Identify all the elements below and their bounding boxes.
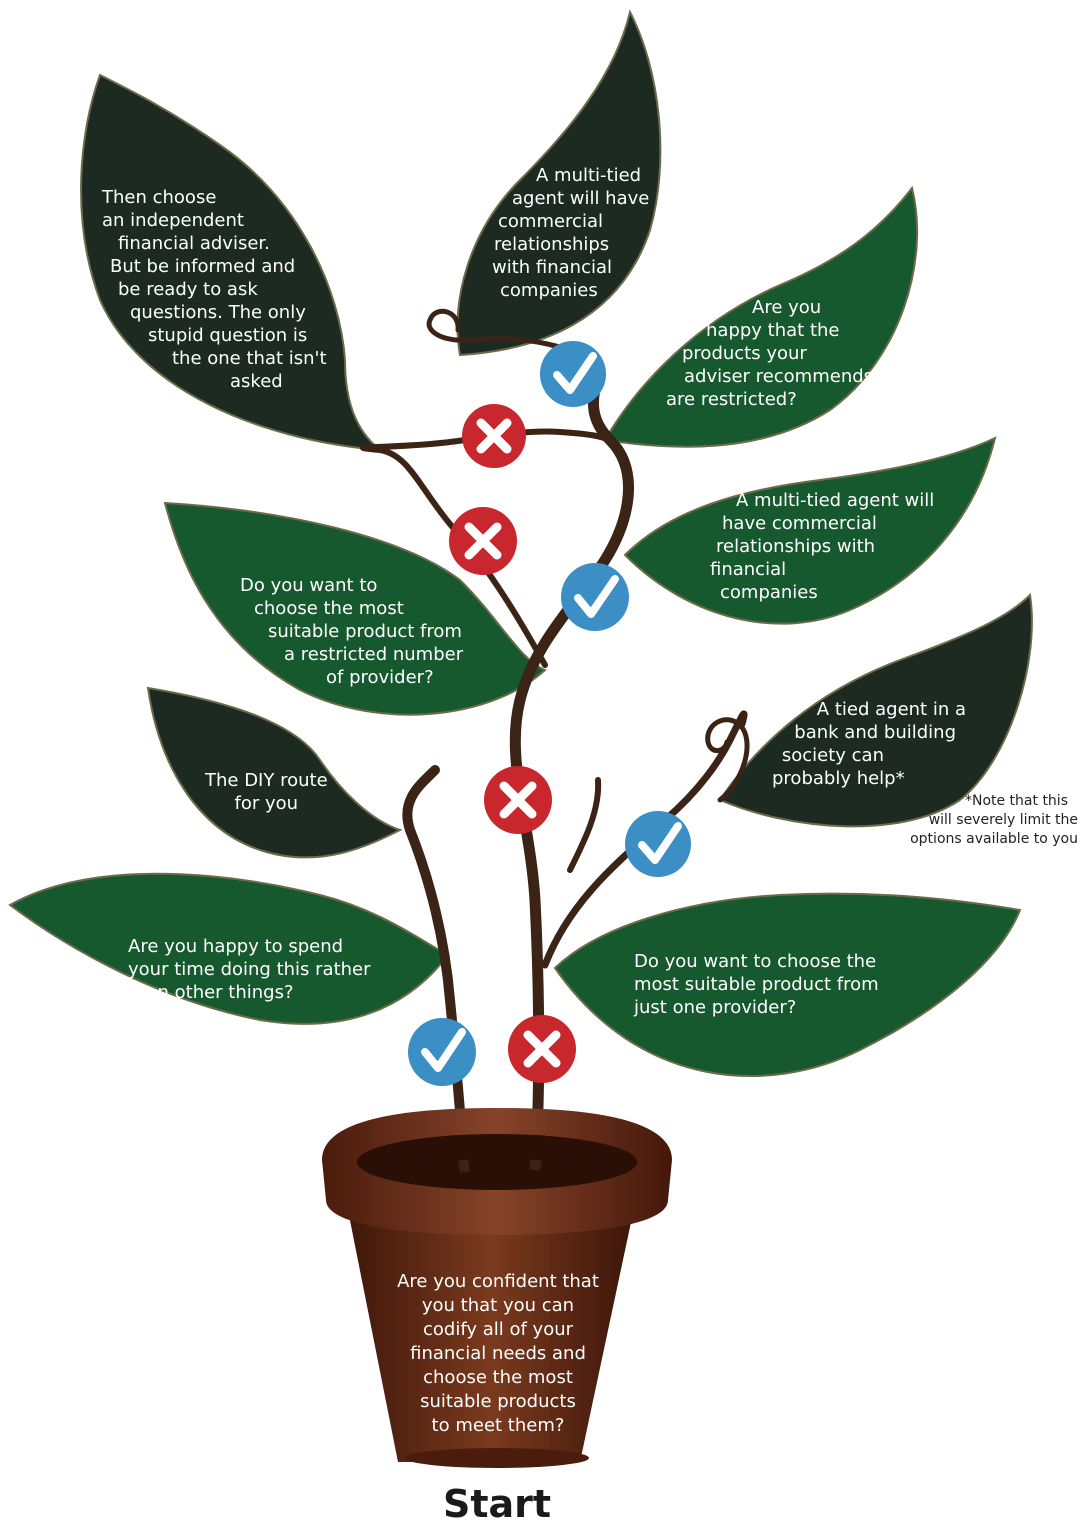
leaf-multi-tied-mid	[623, 436, 997, 625]
leaf-tied-agent	[718, 592, 1033, 828]
leaf-text-multi-tied-top: A multi-tied agent will have commercial …	[492, 165, 650, 301]
badge-yes-multi-mid	[561, 563, 629, 631]
leaf-happy-to-spend	[8, 872, 450, 1025]
leaf-text-multi-tied-mid: A multi-tied agent will have commercial …	[710, 490, 935, 603]
leaf-text-happy-to-spend: Are you happy to spend your time doing t…	[128, 936, 371, 1003]
leaf-text-one-provider: Do you want to choose the most suitable …	[634, 951, 879, 1018]
leaf-one-provider	[553, 892, 1022, 1078]
check-icon	[574, 575, 619, 618]
leaf-text-restricted-number: Do you want to choose the most suitable …	[240, 575, 464, 688]
check-icon	[638, 822, 682, 864]
badge-yes-tied	[625, 811, 691, 877]
leaf-text-restricted-products: Are you happy that the products your adv…	[666, 297, 874, 410]
leaf-multi-tied-top	[456, 9, 662, 357]
leaf-text-tied-agent: A tied agent in a bank and building soci…	[772, 699, 966, 789]
badge-yes-multi-top	[540, 341, 606, 407]
badge-no-restricted-products	[462, 404, 526, 468]
flower-pot	[322, 1108, 672, 1468]
leaf-independent	[80, 73, 384, 452]
stem-curl-right	[705, 717, 750, 803]
stem-main	[509, 364, 634, 1176]
leaf-text-independent: Then choose an independent financial adv…	[102, 187, 327, 392]
stem-small-sprout	[567, 777, 602, 873]
leaf-text-diy: The DIY route for you	[205, 770, 328, 814]
badge-no-one-provider	[484, 766, 552, 834]
badge-yes-diy	[408, 1018, 476, 1086]
stem-right-branch	[541, 710, 748, 969]
cross-icon	[523, 1030, 561, 1068]
leaf-restricted-products	[603, 185, 919, 448]
cross-icon	[499, 781, 537, 819]
badge-no-restricted-number	[449, 507, 517, 575]
start-label: Start	[442, 1482, 552, 1526]
check-icon	[553, 352, 597, 394]
pot-question: Are you confident that you that you can …	[397, 1271, 599, 1436]
leaf-diy	[146, 686, 403, 859]
leaf-restricted-number	[163, 501, 547, 716]
cross-icon	[476, 418, 512, 454]
badge-no-start	[508, 1015, 576, 1083]
footnote: *Note that this will severely limit the …	[910, 793, 1078, 847]
check-icon	[421, 1028, 466, 1072]
cross-icon	[464, 522, 502, 560]
stem-left	[402, 765, 470, 1177]
